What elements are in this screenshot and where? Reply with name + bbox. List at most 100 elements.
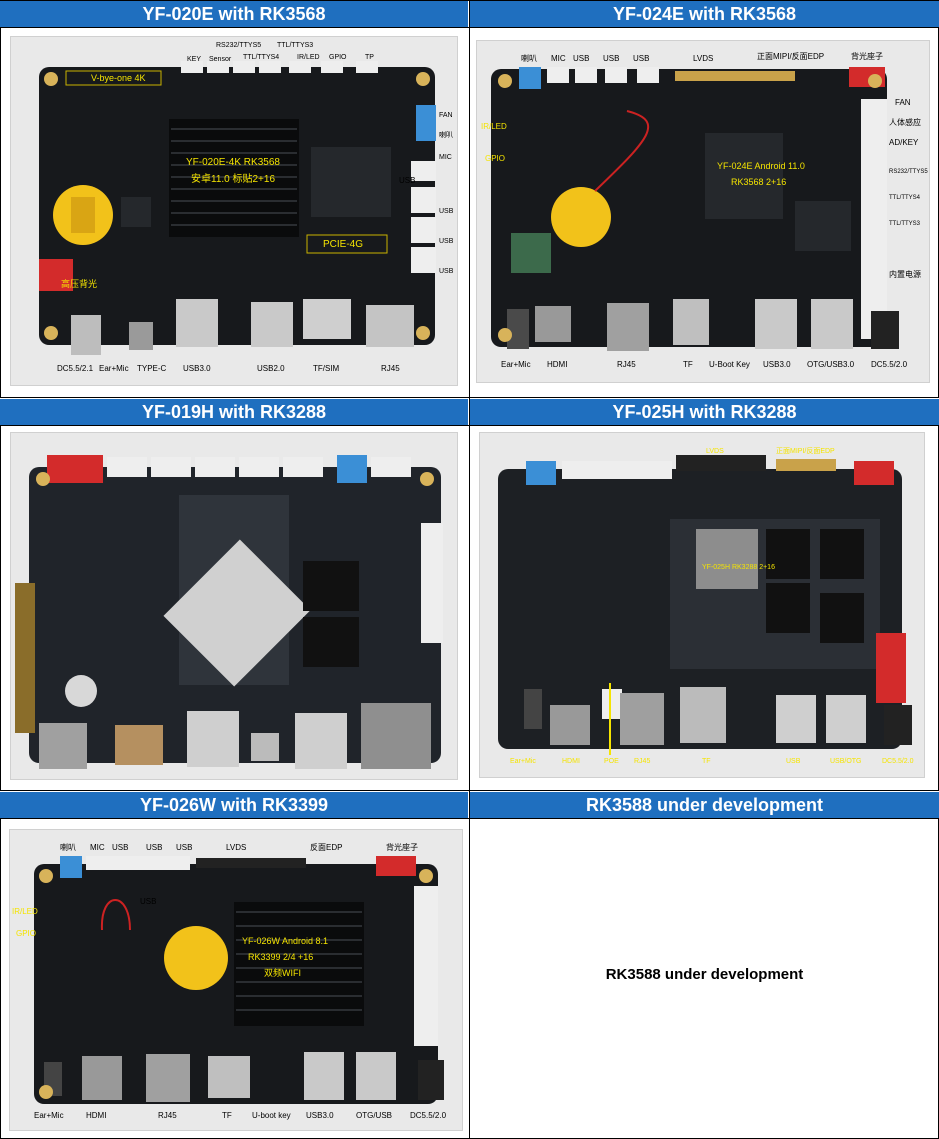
board-photo-yf019h [10,432,458,780]
label-usb-d: USB [439,268,454,275]
label-pcie: PCIE-4G [323,239,363,250]
label-dc: DC5.5/2.0 [882,758,914,765]
label-poe: POE [604,758,619,765]
label-usb-d: USB [140,897,156,906]
label-ttys3: TTL/TTYS3 [277,42,313,49]
cell-yf026w: YF-026W Android 8.1 RK3399 2/4 +16 双频WIF… [0,818,470,1139]
chip-text-2: RK3568 2+16 [731,177,786,187]
label-dc: DC5.5/2.1 [57,364,94,373]
cell-yf020e: V-bye-one 4K YF-020E-4K RK3568 安卓11.0 标贴… [0,27,470,398]
label-earmic: Ear+Mic [99,364,129,373]
label-usbotg: USB/OTG [830,758,862,765]
label-hdmi: HDMI [547,360,567,369]
board-photo-yf026w: YF-026W Android 8.1 RK3399 2/4 +16 双频WIF… [9,829,463,1131]
label-rs232: RS232/TTYS5 [889,169,928,175]
label-irled: IR/LED [481,122,507,131]
label-usb2: USB2.0 [257,364,285,373]
label-gpio: GPIO [16,929,36,938]
label-usb-b: USB [439,208,454,215]
header-yf024e: YF-024E with RK3568 [470,1,939,27]
label-hdmi: HDMI [86,1111,106,1120]
chip-text-1: YF-026W Android 8.1 [242,936,328,946]
label-mipi-edp: 正面MIPI/反面EDP [776,446,835,455]
pcb-yf026w: YF-026W Android 8.1 RK3399 2/4 +16 双频WIF… [12,842,447,1120]
label-rj45: RJ45 [617,360,636,369]
label-sensor: Sensor [209,56,232,63]
label-rj45: RJ45 [634,758,650,765]
label-internal-power: 内置电源 [889,269,921,279]
cell-rk3588 [469,818,939,1139]
label-tfsim: TF/SIM [313,364,340,373]
label-lvds: LVDS [706,448,724,455]
label-uboot: U-boot key [252,1111,291,1120]
rk3588-placeholder: RK3588 under development [605,966,804,983]
label-fan: FAN [439,112,453,119]
header-yf020e: YF-020E with RK3568 [0,1,468,27]
cell-yf024e: YF-024E Android 11.0 RK3568 2+16 IR/LED … [469,27,939,398]
label-lvds: LVDS [226,843,246,852]
label-usb3: USB3.0 [306,1111,334,1120]
pcb-yf020e: V-bye-one 4K YF-020E-4K RK3568 安卓11.0 标贴… [39,42,454,373]
label-usb-c: USB [439,238,454,245]
label-rj45: RJ45 [158,1111,177,1120]
label-dc: DC5.5/2.0 [871,360,908,369]
label-tp: TP [365,54,374,61]
label-rs232: RS232/TTYS5 [216,42,261,49]
label-key: KEY [187,56,201,63]
label-rj45: RJ45 [381,364,400,373]
label-backlight: 背光座子 [851,51,883,61]
label-usb3: USB3.0 [183,364,211,373]
label-speaker: 喇叭 [439,130,453,139]
label-backlight: 背光座子 [386,842,418,852]
header-yf019h: YF-019H with RK3288 [0,399,468,425]
label-tf: TF [702,758,711,765]
label-usb-b: USB [146,843,162,852]
label-mic: MIC [551,54,566,63]
label-irled: IR/LED [12,907,38,916]
label-tf: TF [683,360,693,369]
label-irled: IR/LED [297,54,320,61]
pcb-yf025h: LVDS 正面MIPI/反面EDP YF-025H RK3288 2+16 Ea… [498,446,914,765]
label-usb-c: USB [176,843,192,852]
label-dc: DC5.5/2.0 [410,1111,447,1120]
cell-yf025h: LVDS 正面MIPI/反面EDP YF-025H RK3288 2+16 Ea… [469,425,939,791]
chip-text-3: 双频WIFI [264,967,301,978]
label-usb3: USB3.0 [763,360,791,369]
label-speaker: 喇叭 [521,53,537,63]
chip-text-1: YF-020E-4K RK3568 [186,157,280,168]
label-usb: USB [786,758,801,765]
chip-text-2: RK3399 2/4 +16 [248,952,313,962]
label-fan: FAN [895,98,911,107]
label-mic: MIC [439,154,452,161]
label-gpio: GPIO [485,154,505,163]
label-earmic: Ear+Mic [501,360,531,369]
cell-yf019h [0,425,470,791]
label-usb-a: USB [573,54,589,63]
label-usb-a: USB [112,843,128,852]
header-yf025h: YF-025H with RK3288 [470,399,939,425]
label-body-sensor: 人体感应 [889,117,921,127]
label-vbyone: V-bye-one 4K [91,73,146,83]
label-earmic: Ear+Mic [510,758,536,765]
grid-line-middle [469,0,470,1139]
board-photo-yf025h: LVDS 正面MIPI/反面EDP YF-025H RK3288 2+16 Ea… [479,432,925,778]
board-photo-yf020e: V-bye-one 4K YF-020E-4K RK3568 安卓11.0 标贴… [10,36,458,386]
label-ttys4: TTL/TTYS4 [243,54,279,61]
label-usb-c: USB [633,54,649,63]
label-otg: OTG/USB3.0 [807,360,855,369]
label-speaker: 喇叭 [60,842,76,852]
chip-text-1: YF-025H RK3288 2+16 [702,564,775,571]
label-earmic: Ear+Mic [34,1111,64,1120]
pcb-yf024e: YF-024E Android 11.0 RK3568 2+16 IR/LED … [481,51,928,369]
label-ttys4: TTL/TTYS4 [889,195,921,201]
label-typec: TYPE-C [137,364,167,373]
board-photo-yf024e: YF-024E Android 11.0 RK3568 2+16 IR/LED … [476,40,930,383]
label-uboot: U-Boot Key [709,360,750,369]
label-hdmi: HDMI [562,758,580,765]
label-backlight: 高压背光 [61,278,97,289]
label-mic: MIC [90,843,105,852]
label-ttys3: TTL/TTYS3 [889,221,921,227]
label-edp: 反面EDP [310,842,342,852]
label-lvds: LVDS [693,54,713,63]
